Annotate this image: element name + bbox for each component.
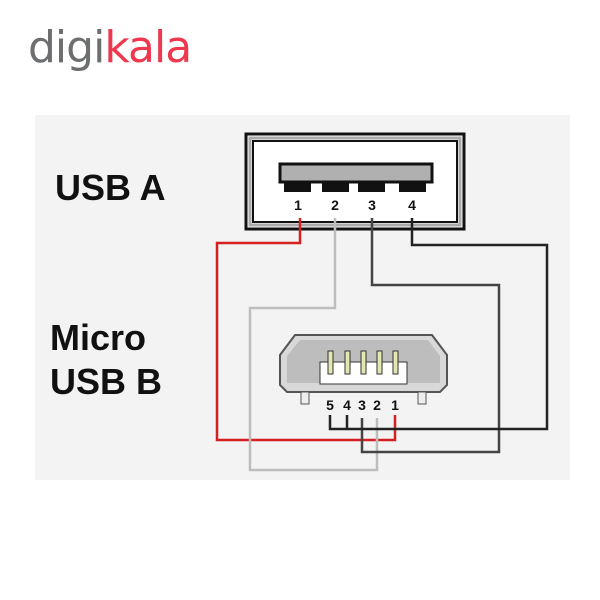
wire-pin4-black (328, 218, 549, 431)
micro-pin-numbers: 5 4 3 2 1 (326, 397, 399, 413)
micro-pin-number: 2 (373, 397, 381, 413)
micro-label-line1: Micro (50, 317, 147, 358)
logo-part-1: digi (28, 22, 105, 73)
logo-part-2: kala (104, 22, 192, 73)
digikala-logo: digikala (28, 22, 192, 73)
usb-a-pin-number: 4 (408, 197, 416, 213)
usb-a-label: USB A (55, 167, 166, 208)
usb-a-pin-number: 1 (294, 197, 302, 213)
usb-a-pin-number: 2 (331, 197, 339, 213)
wire-pin1-red (215, 218, 397, 442)
micro-pin-number: 4 (343, 397, 351, 413)
wire-pin3-dark (360, 218, 501, 454)
micro-pin-number: 1 (391, 397, 399, 413)
micro-pin-number: 5 (326, 397, 334, 413)
micro-usb-connector (279, 334, 448, 405)
usb-a-connector (244, 132, 466, 231)
micro-pin-number: 3 (358, 397, 366, 413)
micro-label-line2: USB B (50, 361, 163, 402)
usb-a-pin-number: 3 (368, 197, 376, 213)
wire-pin2-gray (248, 218, 379, 472)
usb-a-pin-numbers: 1 2 3 4 (294, 197, 416, 213)
